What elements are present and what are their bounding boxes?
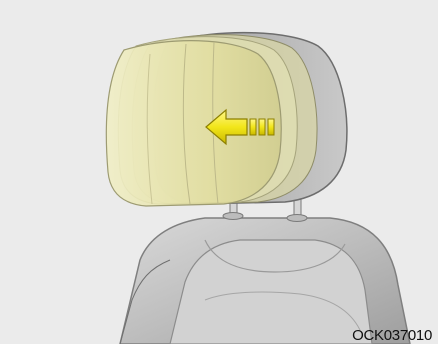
seat-back	[120, 218, 410, 344]
figure-code: OCK037010	[352, 327, 432, 344]
